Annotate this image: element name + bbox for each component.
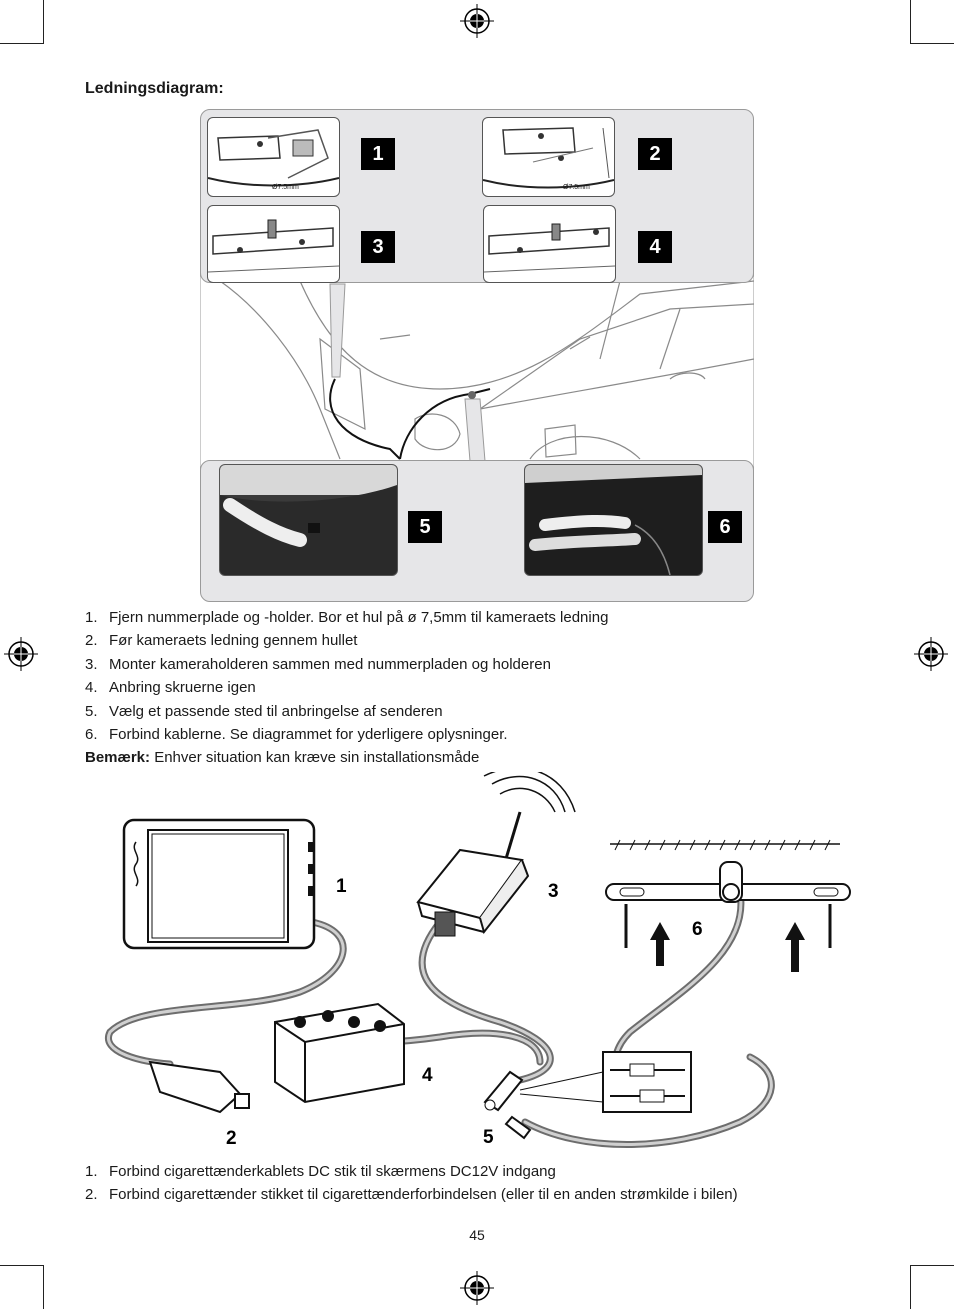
drill-size-label: Ø7.5mm	[272, 184, 299, 191]
wiring-label-4: 4	[422, 1065, 433, 1086]
wiring-label-2: 2	[226, 1128, 237, 1149]
connect-steps-list: 1.Forbind cigarettænderkablets DC stik t…	[85, 1160, 738, 1207]
note-text: Enhver situation kan kræve sin installat…	[150, 749, 480, 766]
step-badge-4: 4	[638, 231, 672, 263]
drill-size-label: Ø7.5mm	[563, 184, 590, 191]
crop-mark-top-right-v	[910, 0, 911, 44]
step-badge-6: 6	[708, 511, 742, 543]
crop-mark-top-left-h	[0, 43, 44, 44]
crop-mark-bottom-right-v	[910, 1265, 911, 1309]
step-photo-6	[524, 464, 703, 576]
crop-mark-top-right-h	[910, 43, 954, 44]
step-photo-2: Ø7.5mm	[482, 117, 615, 197]
page-number: 45	[469, 1227, 485, 1243]
page-title: Ledningsdiagram:	[85, 80, 224, 97]
wiring-illustration	[105, 772, 851, 1148]
wiring-label-5: 5	[483, 1127, 494, 1148]
install-steps-list: 1.Fjern nummerplade og -holder. Bor et h…	[85, 606, 608, 746]
step-photo-5	[219, 464, 398, 576]
crop-mark-bottom-left-h	[0, 1265, 44, 1266]
list-item: 1.Fjern nummerplade og -holder. Bor et h…	[85, 609, 609, 626]
installation-note: Bemærk: Enhver situation kan kræve sin i…	[85, 749, 479, 766]
list-item: 2.Forbind cigarettænder stikket til ciga…	[85, 1186, 738, 1204]
registration-mark-icon	[4, 637, 38, 671]
transmitter-icon	[416, 772, 576, 937]
cigarette-plug-icon	[148, 1060, 250, 1114]
step-badge-1: 1	[361, 138, 395, 170]
list-item: 4.Anbring skruerne igen	[85, 679, 256, 697]
installation-figure: Ø7.5mm Ø7.5mm 1 2 3 4	[200, 109, 754, 602]
note-label: Bemærk:	[85, 749, 151, 766]
step-photo-1: Ø7.5mm	[207, 117, 340, 197]
step-badge-5: 5	[408, 511, 442, 543]
registration-mark-icon	[460, 4, 494, 38]
wiring-label-1: 1	[336, 876, 347, 897]
list-item: 1.Forbind cigarettænderkablets DC stik t…	[85, 1163, 556, 1180]
list-item: 5.Vælg et passende sted til anbringelse …	[85, 702, 443, 720]
camera-bracket-icon	[605, 839, 851, 972]
crop-mark-bottom-right-h	[910, 1265, 954, 1266]
rca-connector-icon	[483, 1051, 692, 1140]
registration-mark-icon	[460, 1271, 494, 1305]
wiring-label-6: 6	[692, 919, 703, 940]
list-item: 2.Før kameraets ledning gennem hullet	[85, 632, 358, 650]
step-badge-2: 2	[638, 138, 672, 170]
list-item: 3.Monter kameraholderen sammen med numme…	[85, 655, 551, 673]
monitor-icon	[122, 818, 316, 950]
list-item: 6.Forbind kablerne. Se diagrammet for yd…	[85, 725, 508, 743]
registration-mark-icon	[914, 637, 948, 671]
battery-icon	[274, 1002, 405, 1104]
step-photo-3	[207, 205, 340, 283]
car-rear-illustration	[200, 268, 754, 470]
step-photo-4	[483, 205, 616, 283]
crop-mark-bottom-left-v	[43, 1265, 44, 1309]
wiring-label-3: 3	[548, 881, 559, 902]
step-badge-3: 3	[361, 231, 395, 263]
wiring-diagram: 1 2 3 4 5 6	[100, 772, 854, 1156]
crop-mark-top-left-v	[43, 0, 44, 44]
